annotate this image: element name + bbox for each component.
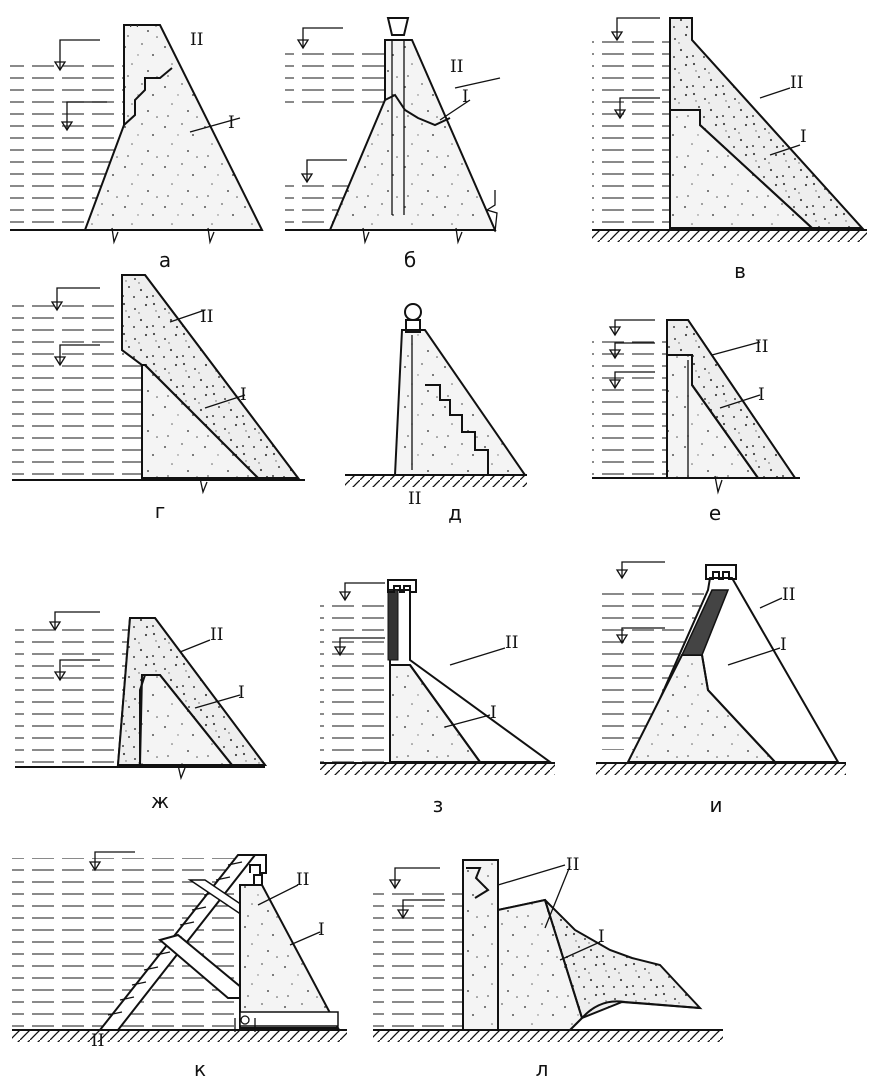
- label-zone-I: I: [490, 703, 497, 723]
- label-zone-I: I: [240, 385, 247, 405]
- upper-water: [592, 340, 670, 478]
- caption-z: з: [433, 793, 444, 817]
- crest-structure: [705, 564, 737, 580]
- lower-water: [12, 365, 142, 480]
- label-zone-II: II: [755, 337, 768, 357]
- crest-structure: [387, 579, 417, 593]
- upper-water: [592, 35, 670, 230]
- panel-v: II I в: [592, 17, 867, 283]
- label-zone-II: II: [200, 307, 213, 327]
- label-zone-II: II: [505, 633, 518, 653]
- caption-a: а: [159, 248, 171, 272]
- crest-structure: [238, 854, 267, 874]
- panel-l: II I л: [373, 855, 723, 1080]
- label-extra: II: [408, 489, 421, 509]
- upper-water: [320, 600, 388, 762]
- label-zone-I: I: [780, 635, 787, 655]
- upstream-screen: [680, 589, 730, 656]
- upstream-screen: [387, 589, 399, 661]
- panel-a: II I а: [10, 24, 264, 272]
- panel-d: II д: [345, 303, 527, 525]
- label-zone-I: I: [462, 87, 469, 107]
- label-zone-I: I: [758, 385, 765, 405]
- upper-water: [10, 65, 128, 123]
- label-zone-II: II: [190, 30, 203, 50]
- caption-i: и: [710, 793, 723, 817]
- panel-i: II I и: [596, 561, 846, 817]
- dam-body: [239, 884, 340, 1029]
- zone-boundary: [123, 67, 173, 126]
- label-zone-I: I: [238, 683, 245, 703]
- caption-zh: ж: [151, 789, 169, 813]
- caption-l: л: [536, 1057, 549, 1080]
- label-zone-II: II: [296, 870, 309, 890]
- label-zone-I: I: [800, 127, 807, 147]
- caption-d: д: [448, 501, 462, 525]
- label-zone-II: II: [790, 73, 803, 93]
- caption-e: е: [709, 501, 721, 525]
- panel-b: II I б: [285, 17, 501, 272]
- label-extra: II: [91, 1031, 104, 1051]
- caption-b: б: [404, 248, 416, 272]
- upper-water: [15, 625, 130, 680]
- label-zone-I: I: [228, 113, 235, 133]
- upper-water: [373, 885, 465, 1030]
- panel-e: II I е: [592, 319, 800, 525]
- label-zone-II: II: [782, 585, 795, 605]
- panel-k: II I II к: [12, 851, 347, 1080]
- lower-water: [15, 682, 125, 767]
- label-zone-I: I: [598, 927, 605, 947]
- caption-k: к: [194, 1057, 206, 1080]
- label-zone-II: II: [210, 625, 223, 645]
- label-zone-I: I: [318, 920, 325, 940]
- panel-g: II I г: [12, 274, 305, 523]
- panel-zh: II I ж: [15, 611, 267, 813]
- panel-z: II I з: [320, 579, 555, 817]
- label-zone-II: II: [566, 855, 579, 875]
- upper-water: [285, 50, 385, 105]
- water-level-marker: [59, 39, 100, 70]
- dam-body: [393, 329, 527, 476]
- caption-v: в: [734, 259, 746, 283]
- label-zone-II: II: [450, 57, 463, 77]
- crest-structure: [404, 303, 422, 321]
- crest-gate: [386, 17, 410, 36]
- upper-water: [12, 305, 124, 365]
- caption-g: г: [155, 499, 166, 523]
